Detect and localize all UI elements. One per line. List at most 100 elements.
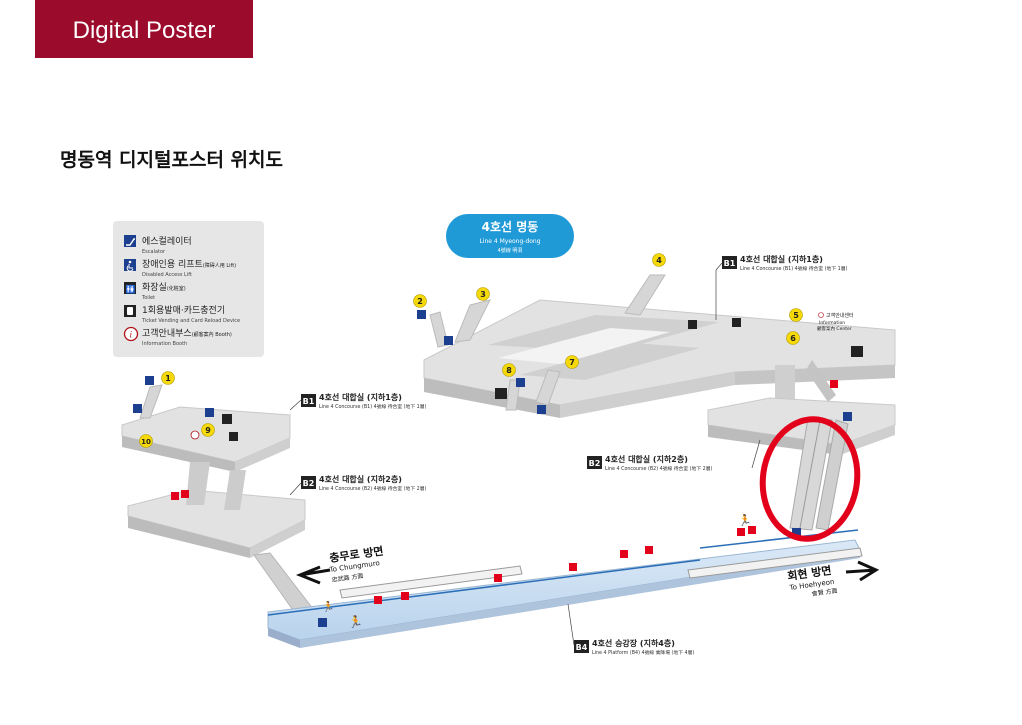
legend-item-toilet: 🚻 화장실(化粧室) Toilet (124, 282, 186, 301)
platform-b4 (267, 529, 863, 648)
page-title: 명동역 디지털포스터 위치도 (60, 149, 283, 171)
emergency-icon (645, 546, 653, 554)
exit-marker[interactable]: 6 (786, 331, 800, 345)
level-sub: Line 4 Platform (B4) 4號線 乘降場 (地下 4層) (592, 649, 694, 656)
direction-label: 회현 방면 (786, 563, 832, 583)
arrow-left-icon (295, 565, 331, 585)
station-sub-cn: 4號線 明洞 (498, 247, 523, 254)
information-icon (818, 312, 824, 318)
exit-markers: 1 2 3 4 5 6 7 8 9 10 (139, 253, 803, 448)
direction-right: 회현 방면 To Hoehyeon 會賢 方面 (786, 560, 880, 598)
exit-marker[interactable]: 1 (161, 371, 175, 385)
legend-item-lift: 장애인용 리프트(障碍人用 Lift) Disabled Access Lift (124, 259, 236, 278)
escalator-icon (318, 618, 327, 627)
svg-text:1: 1 (165, 374, 171, 383)
toilet-icon (124, 282, 136, 294)
svg-text:3: 3 (480, 290, 486, 299)
station-sub-en: Line 4 Myeong-dong (479, 238, 540, 245)
station-badge: 4호선 명동 Line 4 Myeong-dong 4號線 明洞 (446, 214, 574, 258)
legend-label: 고객안내부스(顧客案內 Booth) (142, 328, 232, 339)
level-label-b1-right: B1 4호선 대합실 (지하1층) Line 4 Concourse (B1) … (715, 254, 848, 320)
emergency-icon (569, 563, 577, 571)
level-name: 4호선 대합실 (지하1층) (319, 392, 402, 402)
legend-label-main: 화장실 (142, 282, 167, 293)
header-tab[interactable]: Digital Poster (35, 0, 253, 58)
legend-label: 1회용발매·카드충전기 (142, 305, 225, 316)
exit-marker[interactable]: 5 (789, 308, 803, 322)
exit-marker[interactable]: 9 (201, 423, 215, 437)
svg-text:2: 2 (417, 297, 423, 306)
emergency-icon (181, 490, 189, 498)
legend-label: 에스컬레이터 (142, 236, 192, 247)
disabled-lift-icon (417, 310, 426, 319)
upper-concourse (423, 299, 896, 418)
emergency-icon (171, 492, 179, 500)
toilet-icon (851, 346, 863, 357)
exit-marker[interactable]: 2 (413, 294, 427, 308)
level-name: 4호선 대합실 (지하1층) (740, 254, 823, 264)
exit-marker[interactable]: 4 (652, 253, 666, 267)
disabled-lift-icon (444, 336, 453, 345)
legend-label-main: 고객안내부스 (142, 328, 192, 339)
information-icon (190, 430, 200, 440)
direction-cn: 會賢 方面 (811, 586, 838, 598)
emergency-icon (737, 528, 745, 536)
emergency-icon (620, 550, 628, 558)
disabled-lift-icon (516, 378, 525, 387)
info-center-label: 고객안내센터 (826, 312, 854, 319)
svg-text:🚻: 🚻 (126, 284, 136, 294)
escalator-icon (792, 528, 801, 537)
exit-marker[interactable]: 8 (502, 363, 516, 377)
direction-left: 충무로 방면 To Chungmuro 忠武路 方面 (295, 544, 384, 585)
legend-box: 에스컬레이터 Escalator 장애인용 리프트(障碍人用 Lift) Dis… (113, 221, 264, 357)
exit-marker[interactable]: 3 (476, 287, 490, 301)
legend-sub: Toilet (141, 295, 155, 301)
info-center-en: Information (819, 320, 845, 326)
legend-sub: Information Booth (142, 341, 187, 347)
toilet-icon (495, 388, 507, 399)
escalator-icon (843, 412, 852, 421)
exit-marker[interactable]: 7 (565, 355, 579, 369)
legend-item-ticket: 1회용발매·카드충전기 Ticket Vending and Card Relo… (124, 305, 240, 324)
level-sub: Line 4 Concourse (B2) 4號線 待合室 (地下 2層) (605, 465, 713, 472)
legend-label: 장애인용 리프트(障碍人用 Lift) (142, 259, 236, 270)
svg-text:10: 10 (141, 438, 151, 446)
emergency-icon (748, 526, 756, 534)
level-name: 4호선 승강장 (지하4층) (592, 638, 675, 648)
svg-text:6: 6 (790, 334, 796, 343)
ticket-vending-icon (732, 318, 741, 327)
info-center: 고객안내센터 Information 顧客案內 Center (817, 312, 854, 332)
level-tag: B1 (724, 259, 736, 268)
legend-label: 화장실(化粧室) (142, 282, 186, 293)
exit-marker[interactable]: 10 (139, 434, 153, 448)
svg-text:5: 5 (793, 311, 799, 320)
highlight-circle (759, 416, 861, 542)
level-tag: B4 (576, 643, 588, 652)
info-center-sub: 顧客案內 Center (817, 325, 852, 332)
level-label-b4: B4 4호선 승강장 (지하4층) Line 4 Platform (B4) 4… (567, 603, 694, 656)
svg-text:8: 8 (506, 366, 512, 375)
legend-sub: Ticket Vending and Card Reload Device (141, 318, 240, 324)
legend-label-main: 장애인용 리프트 (142, 259, 203, 270)
level-tag: B1 (303, 397, 315, 406)
level-label-b2-left: B2 4호선 대합실 (지하2층) Line 4 Concourse (B2) … (289, 474, 427, 496)
level-name: 4호선 대합실 (지하2층) (605, 454, 688, 464)
disabled-lift-icon (133, 404, 142, 413)
legend-item-escalator: 에스컬레이터 Escalator (124, 235, 192, 255)
facility-icons: 🏃 🏃 🏃 (133, 310, 863, 629)
legend-sub: Escalator (142, 249, 166, 255)
running-person-icon: 🏃 (738, 514, 752, 527)
ticket-vending-icon (229, 432, 238, 441)
level-label-b2-right: B2 4호선 대합실 (지하2층) Line 4 Concourse (B2) … (587, 439, 761, 472)
emergency-icon (830, 380, 838, 388)
arrow-right-icon (845, 560, 880, 582)
escalator-icon (124, 235, 136, 247)
information-icon (123, 326, 139, 342)
toilet-icon (222, 414, 232, 424)
direction-cn: 忠武路 方面 (331, 572, 364, 584)
emergency-icon (374, 596, 382, 604)
level-name: 4호선 대합실 (지하2층) (319, 474, 402, 484)
level-tag: B2 (589, 459, 601, 468)
ticket-vending-icon (688, 320, 697, 329)
